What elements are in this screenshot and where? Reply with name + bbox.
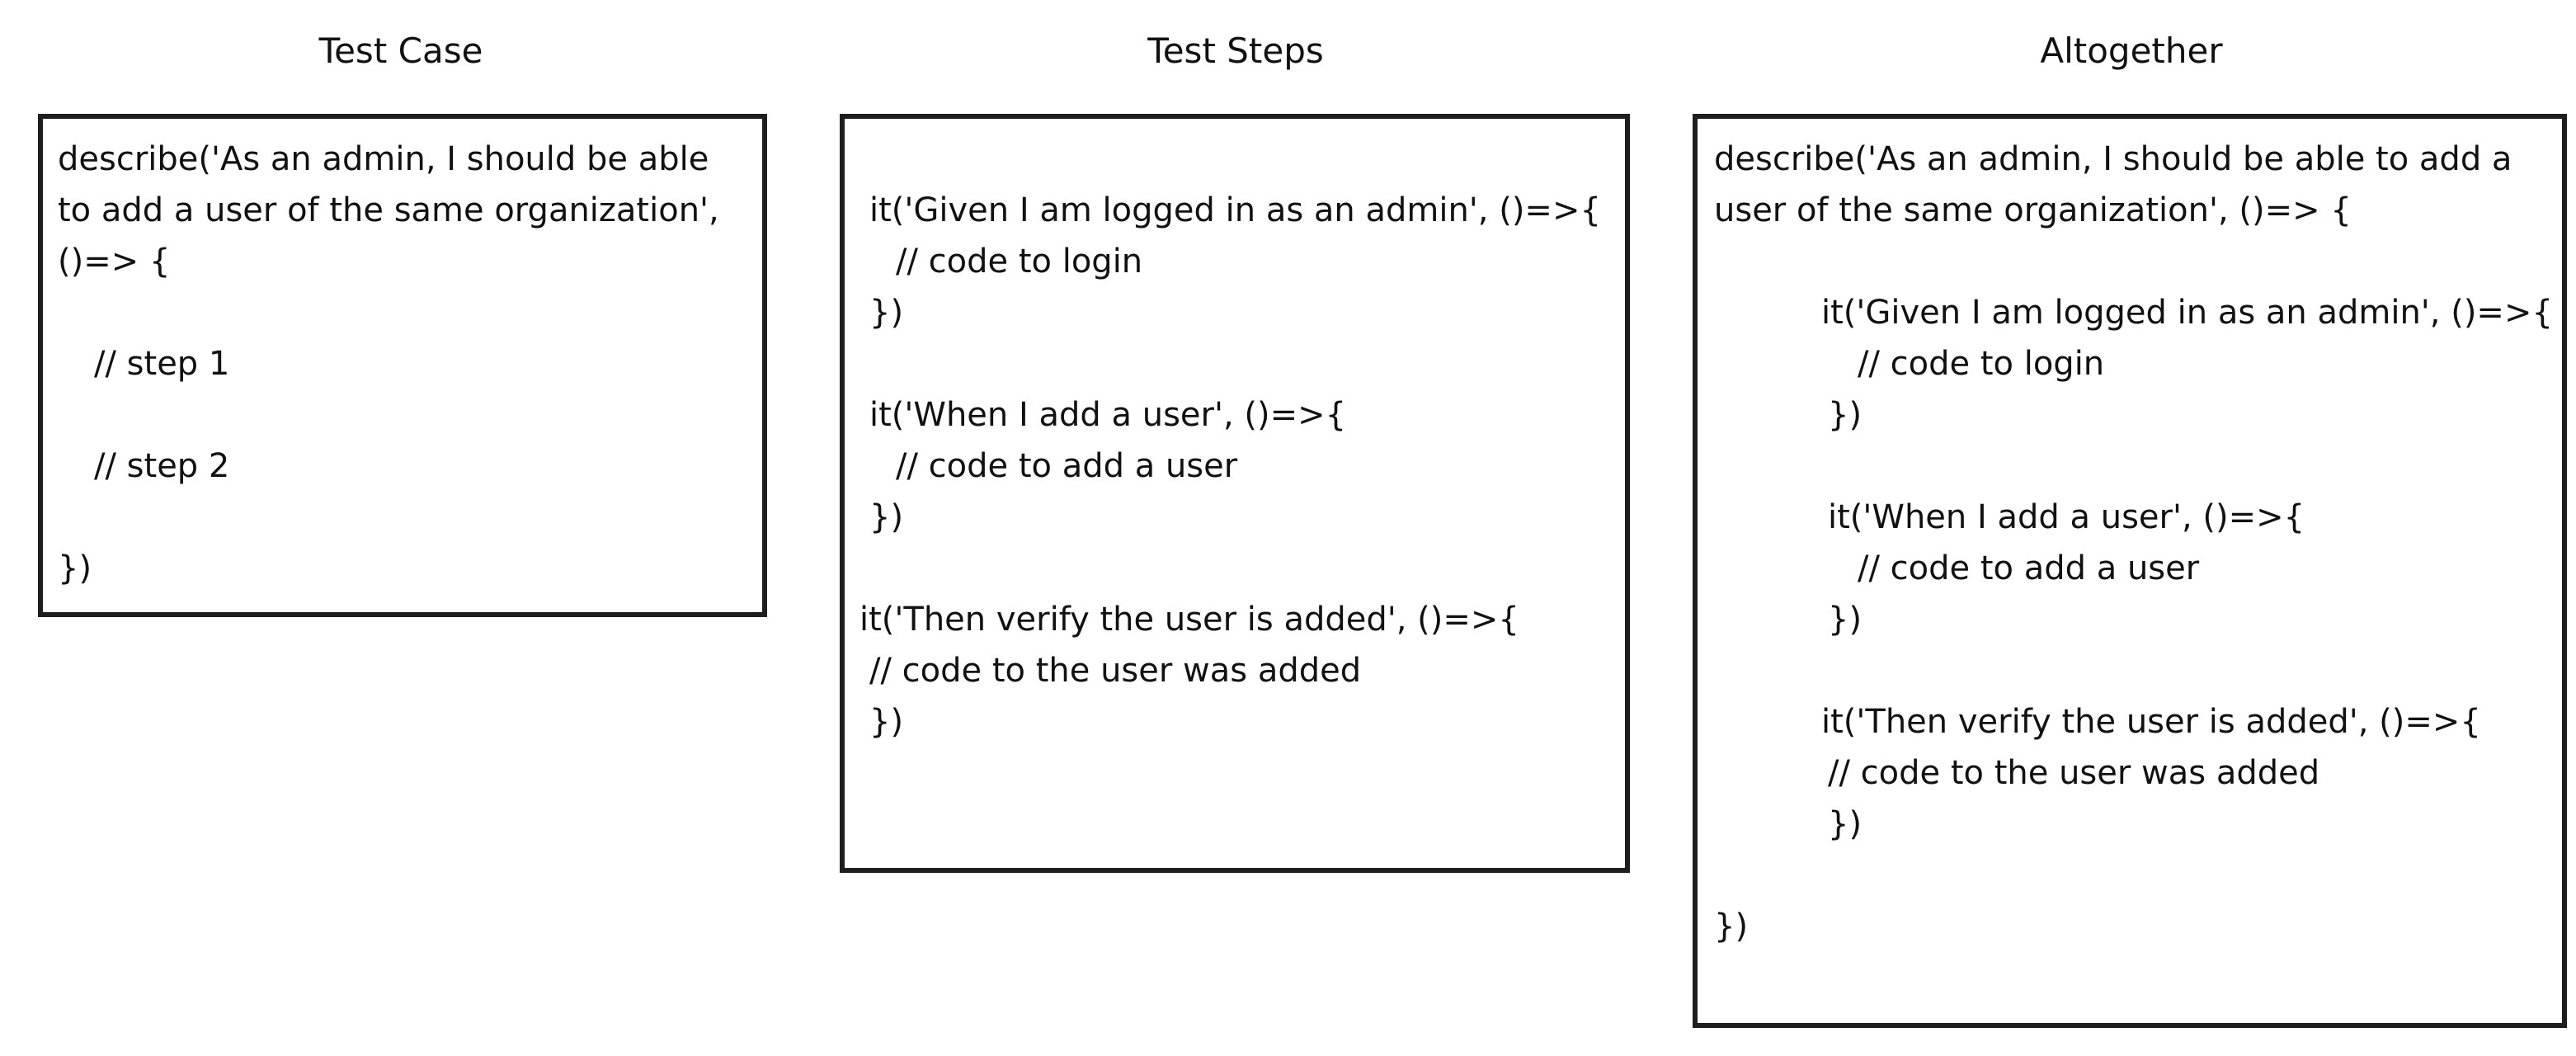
test-steps-box — [840, 114, 1630, 873]
test-steps-line: // code to add a user — [896, 447, 1238, 485]
altogether-line: }) — [1828, 805, 1863, 843]
test-steps-line: it('When I add a user', ()=>{ — [869, 396, 1347, 434]
test-steps-line: // code to login — [896, 243, 1143, 280]
altogether-title: Altogether — [2040, 31, 2223, 71]
test-steps-title: Test Steps — [1147, 31, 1324, 71]
test-steps-line: // code to the user was added — [869, 652, 1362, 690]
altogether-line: // code to the user was added — [1828, 754, 2320, 792]
test-case-line: to add a user of the same organization', — [58, 191, 719, 229]
altogether-line: it('When I add a user', ()=>{ — [1828, 498, 2305, 536]
test-steps-line: it('Then verify the user is added', ()=>… — [859, 601, 1519, 639]
test-case-title: Test Case — [318, 31, 483, 71]
test-steps-line: it('Given I am logged in as an admin', (… — [869, 191, 1601, 229]
altogether-line: it('Then verify the user is added', ()=>… — [1821, 703, 2481, 741]
test-case-line: ()=> { — [58, 243, 171, 280]
altogether-line: }) — [1828, 396, 1863, 434]
altogether-line: user of the same organization', ()=> { — [1714, 191, 2352, 229]
test-case-line: describe('As an admin, I should be able — [58, 140, 709, 178]
altogether-line: }) — [1828, 601, 1863, 639]
test-case-line: }) — [58, 549, 92, 587]
test-steps-line: }) — [869, 498, 904, 536]
test-case-line: // step 2 — [94, 447, 230, 485]
test-steps-line: }) — [869, 703, 904, 741]
altogether-box — [1693, 114, 2567, 1028]
altogether-line: it('Given I am logged in as an admin', (… — [1821, 294, 2553, 332]
test-case-line: // step 1 — [94, 345, 230, 383]
altogether-line: // code to add a user — [1858, 549, 2200, 587]
altogether-line: }) — [1714, 908, 1749, 945]
altogether-line: describe('As an admin, I should be able … — [1714, 140, 2512, 178]
test-case-box — [38, 114, 767, 617]
altogether-line: // code to login — [1858, 345, 2105, 383]
test-steps-line: }) — [869, 294, 904, 332]
